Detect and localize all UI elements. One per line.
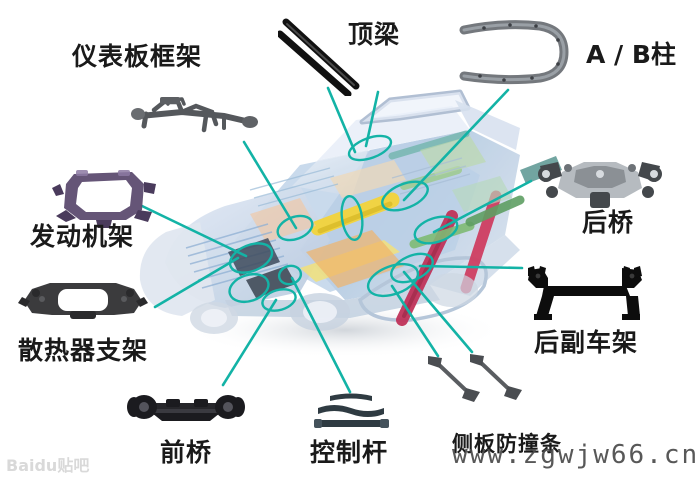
leader-line-radiator-support [153,256,240,309]
label-rear-subframe: 后副车架 [534,328,639,357]
leader-line-side-impact-b [402,270,474,354]
label-front-axle: 前桥 [160,438,213,467]
label-roof-beam: 顶梁 [348,20,401,49]
watermark-baidu: Baidu贴吧 [6,456,90,475]
leader-line-rear-subframe [418,264,524,270]
label-instrument-panel-frame: 仪表板框架 [72,42,203,71]
part-front-axle [127,395,245,421]
leader-line-instrument-panel-frame [242,140,298,230]
part-roof-beam [278,18,360,96]
part-side-impact-bar [428,354,522,402]
leader-line-rear-axle [432,179,533,234]
part-control-arm [314,393,389,428]
label-control-arm: 控制杆 [310,438,389,467]
part-radiator-support [18,283,148,319]
label-engine-mount: 发动机架 [30,222,135,251]
leader-line-roof-beam-b [364,90,380,148]
part-rear-subframe [528,266,642,320]
leader-line-engine-mount [140,204,248,258]
leader-line-roof-beam-a [326,86,357,154]
label-side-impact-bar: 侧板防撞条 [452,432,562,456]
part-instrument-panel-frame [131,97,258,133]
leader-line-side-impact-a [390,284,440,358]
label-rear-axle: 后桥 [582,208,635,237]
leader-line-control-arm [290,276,352,394]
label-a-b-pillar: A / B柱 [586,40,676,69]
part-rear-axle [538,162,662,208]
watermark-url: www.zgwjw66.cn [452,440,700,470]
part-a-b-pillar [459,20,569,85]
leader-line-a-b-pillar [402,88,510,202]
label-radiator-support: 散热器支架 [18,336,149,365]
part-engine-mount [52,170,156,228]
leader-line-front-axle [221,298,278,387]
